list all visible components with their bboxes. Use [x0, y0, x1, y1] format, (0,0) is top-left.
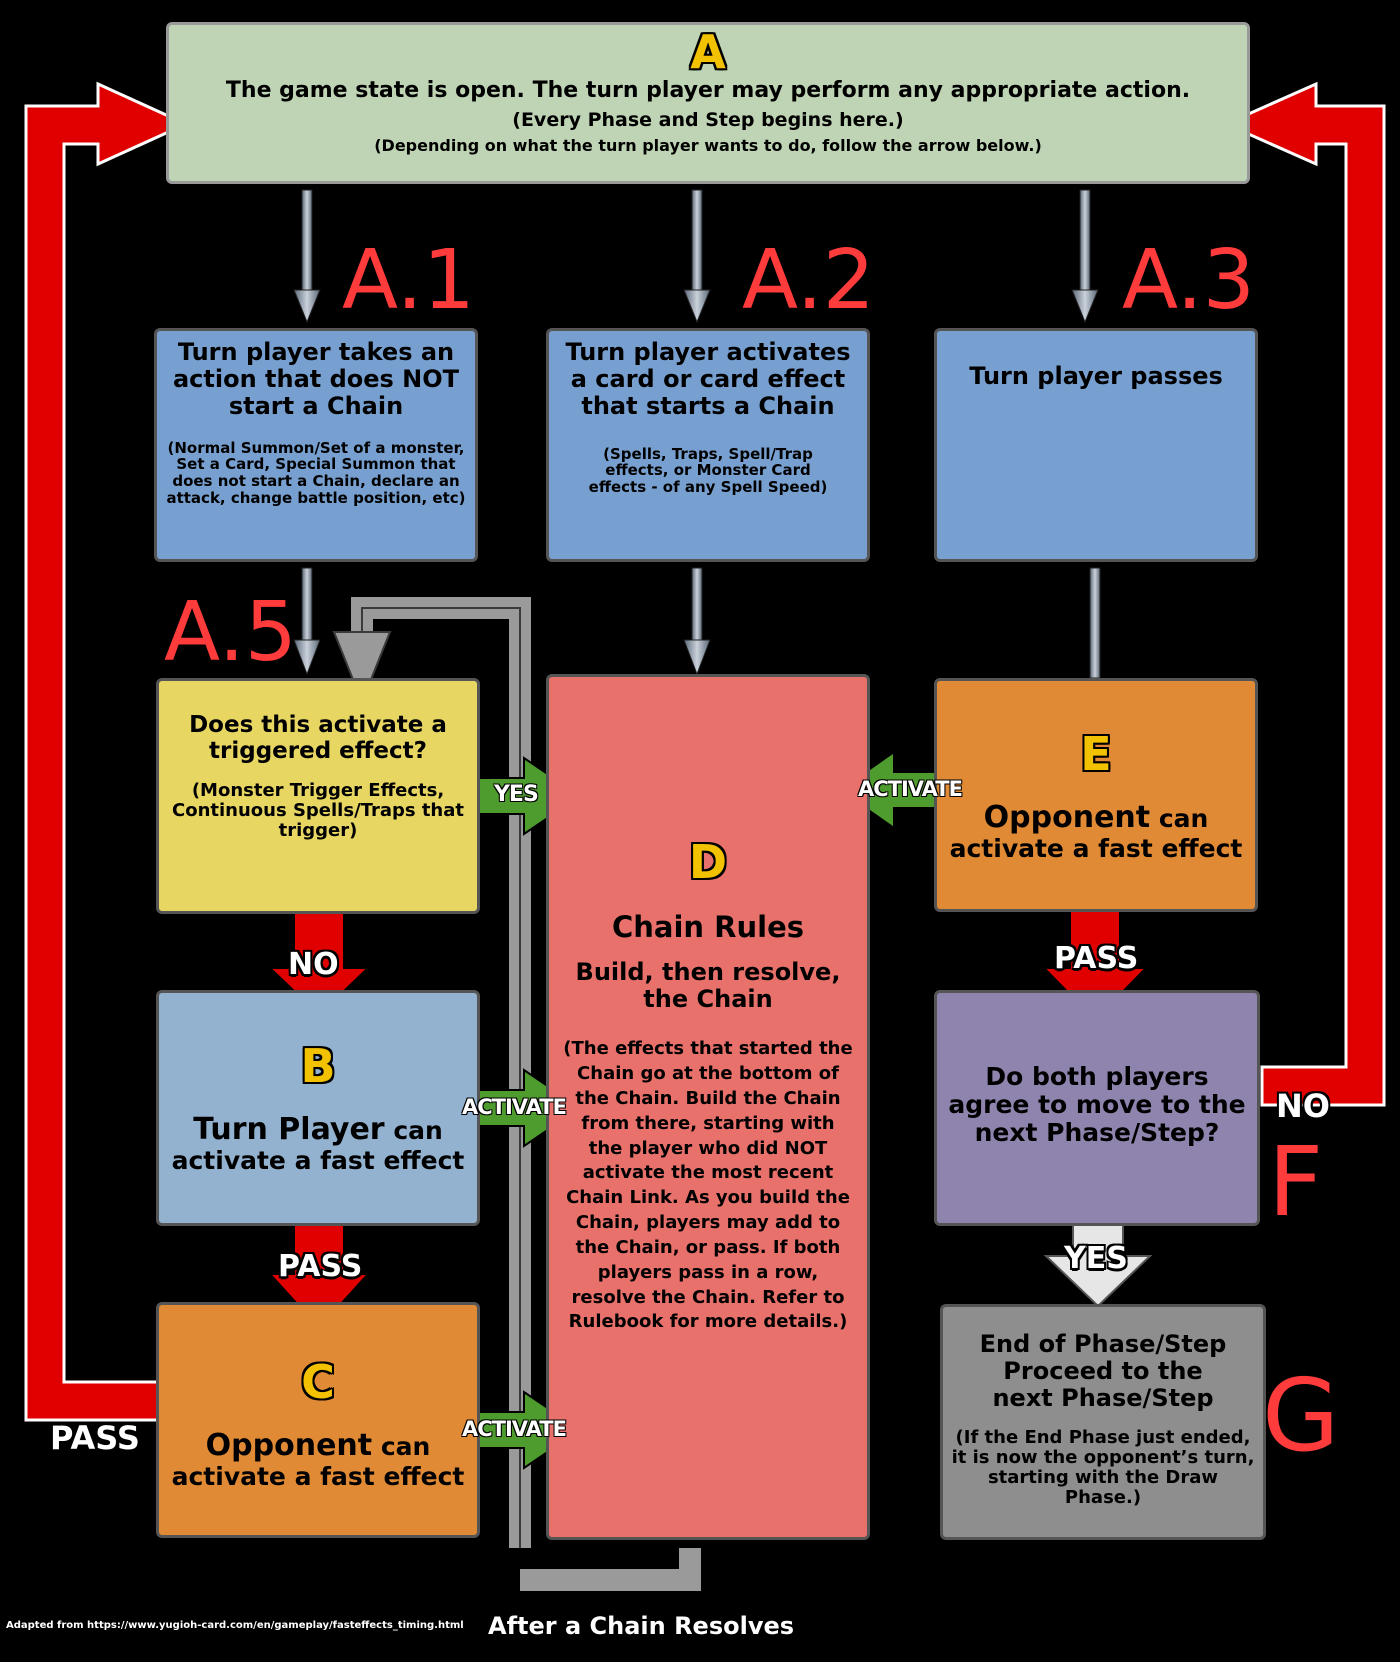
- box-b-small: can: [384, 1116, 443, 1145]
- box-b-big: Turn Player: [193, 1112, 385, 1147]
- box-a1-sub: (Normal Summon/Set of a monster, Set a C…: [166, 438, 466, 508]
- label-pass-c: PASS: [50, 1419, 140, 1457]
- box-a2-sub: (Spells, Traps, Spell/Trap effects, or M…: [588, 444, 828, 497]
- box-g-sub: (If the End Phase just ended, it is now …: [951, 1426, 1255, 1509]
- step-label-a3: A.3: [1122, 233, 1255, 328]
- box-d-title: Chain Rules: [611, 910, 805, 944]
- label-activate-c: ACTIVATE: [462, 1417, 567, 1441]
- box-e-line2: activate a fast effect: [949, 833, 1243, 863]
- step-label-a5: A.5: [164, 585, 297, 680]
- box-d-subtitle: Build, then resolve, the Chain: [575, 958, 841, 1014]
- no-loop-right-arrow: [1222, 81, 1386, 1107]
- box-b-line2: activate a fast effect: [171, 1145, 465, 1175]
- box-b-letter: B: [300, 1039, 336, 1093]
- box-a5-triggered-effect: Does this activate a triggered effect? (…: [156, 678, 480, 914]
- after-chain-arrowhead: [332, 631, 392, 705]
- box-a2-title: Turn player activates a card or card eff…: [565, 338, 851, 420]
- box-a1-title: Turn player takes an action that does NO…: [172, 338, 460, 420]
- box-d-chain-rules: D Chain Rules Build, then resolve, the C…: [546, 674, 870, 1540]
- step-label-f: F: [1268, 1126, 1324, 1238]
- box-c-opponent-fast-effect: C Opponent can activate a fast effect: [156, 1302, 480, 1538]
- box-f-title: Do both players agree to move to the nex…: [948, 1062, 1246, 1147]
- step-label-a1: A.1: [342, 233, 475, 328]
- label-yes-a5: YES: [494, 782, 539, 807]
- label-no-a5: NO: [288, 947, 339, 982]
- label-no-f: NO: [1276, 1087, 1330, 1125]
- box-a5-title: Does this activate a triggered effect?: [189, 712, 447, 764]
- box-e-small: can: [1150, 804, 1209, 833]
- box-g-end-of-phase: End of Phase/Step Proceed to the next Ph…: [940, 1304, 1266, 1540]
- pass-loop-left-arrow: [24, 81, 190, 1422]
- box-a-line2: (Every Phase and Step begins here.): [512, 108, 904, 131]
- box-g-title: End of Phase/Step Proceed to the next Ph…: [979, 1330, 1227, 1412]
- box-b-turn-player-fast-effect: B Turn Player can activate a fast effect: [156, 990, 480, 1226]
- box-c-small: can: [372, 1432, 431, 1461]
- label-yes-f: YES: [1064, 1241, 1128, 1276]
- step-label-a2: A.2: [742, 233, 875, 328]
- box-d-letter: D: [688, 835, 728, 889]
- box-a-line3: (Depending on what the turn player wants…: [374, 135, 1042, 155]
- box-a-open-game-state: A The game state is open. The turn playe…: [166, 22, 1250, 184]
- label-activate-b: ACTIVATE: [462, 1095, 567, 1119]
- box-e-letter: E: [1080, 727, 1112, 781]
- label-pass-b: PASS: [278, 1249, 363, 1284]
- after-chain-label: After a Chain Resolves: [488, 1612, 795, 1640]
- box-c-line2: activate a fast effect: [171, 1461, 465, 1491]
- label-pass-e: PASS: [1054, 941, 1139, 976]
- source-credit: Adapted from https://www.yugioh-card.com…: [6, 1620, 464, 1631]
- box-a3-title: Turn player passes: [969, 362, 1223, 390]
- box-c-letter: C: [301, 1355, 335, 1409]
- box-a2-starts-chain: Turn player activates a card or card eff…: [546, 328, 870, 562]
- box-e-opponent-fast-effect: E Opponent can activate a fast effect: [934, 678, 1258, 912]
- step-label-g: G: [1262, 1357, 1340, 1474]
- box-d-body: (The effects that started the Chain go a…: [563, 1038, 853, 1333]
- box-a3-turn-player-passes: Turn player passes: [934, 328, 1258, 562]
- label-activate-e: ACTIVATE: [858, 777, 963, 801]
- steel-arrow: [293, 189, 1101, 679]
- box-a1-non-chain-action: Turn player takes an action that does NO…: [154, 328, 478, 562]
- box-a-letter: A: [690, 25, 726, 79]
- box-e-big: Opponent: [983, 800, 1151, 835]
- box-a-line1: The game state is open. The turn player …: [225, 78, 1191, 103]
- box-a5-sub: (Monster Trigger Effects, Continuous Spe…: [172, 779, 464, 841]
- box-f-both-agree: Do both players agree to move to the nex…: [934, 990, 1260, 1226]
- box-c-big: Opponent: [205, 1428, 373, 1463]
